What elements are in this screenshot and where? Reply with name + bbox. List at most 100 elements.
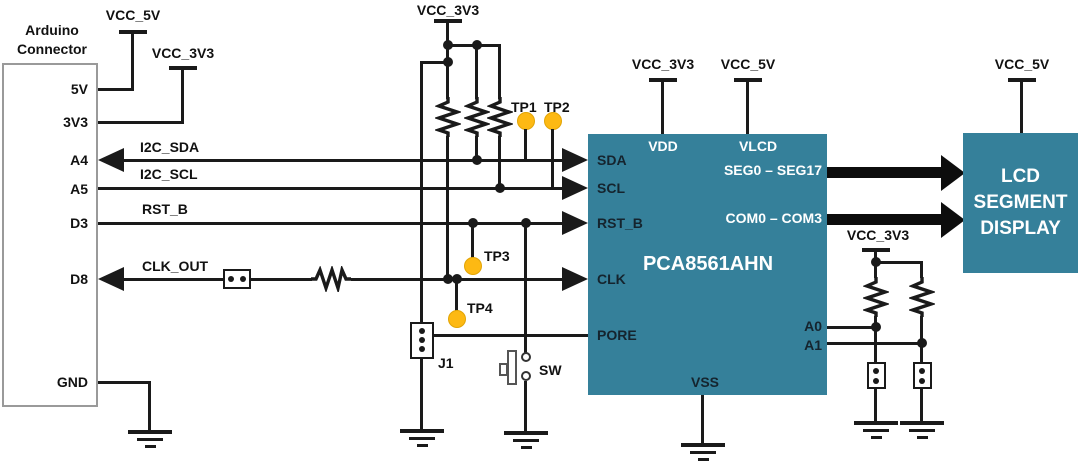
wire xyxy=(475,44,478,99)
ground-symbol xyxy=(900,421,944,443)
pore-wire xyxy=(434,334,588,337)
pullup-resistor-scl xyxy=(487,97,513,137)
chip-name: PCA8561AHN xyxy=(642,253,774,275)
jumper-pin-dot xyxy=(419,328,425,334)
wire xyxy=(920,389,923,421)
arduino-pin-a4: A4 xyxy=(70,152,88,168)
lcd-line2: SEGMENT xyxy=(973,192,1068,213)
tp2-testpoint xyxy=(544,112,562,130)
jumper-pin-dot xyxy=(228,276,234,282)
sda-wire xyxy=(120,159,566,162)
pca8561-chip xyxy=(588,134,827,395)
switch-terminal xyxy=(521,371,531,381)
lcd-display-text: LCD SEGMENT DISPLAY xyxy=(963,133,1078,273)
wire xyxy=(181,68,184,123)
arduino-pin-d8: D8 xyxy=(70,271,88,287)
wire xyxy=(524,381,527,431)
rst-signal-label: RST_B xyxy=(142,201,188,217)
wire xyxy=(98,121,184,124)
junction-dot xyxy=(495,183,505,193)
chip-pin-clk: CLK xyxy=(597,271,626,287)
vcc5v-label: VCC_5V xyxy=(105,7,161,23)
chip-pin-pore: PORE xyxy=(597,327,637,343)
jumper-pin-dot xyxy=(240,276,246,282)
chip-pin-a1: A1 xyxy=(804,337,822,353)
arrowhead-into-scl xyxy=(562,176,588,200)
arduino-pin-5v: 5V xyxy=(70,81,88,97)
wire xyxy=(498,136,501,190)
wire xyxy=(920,261,923,278)
lcd-vcc5v-label: VCC_5V xyxy=(994,56,1050,72)
wire xyxy=(471,222,474,258)
arrowhead-into-clk xyxy=(562,267,588,291)
jumper-pin-dot xyxy=(919,368,925,374)
arrowhead-into-a4 xyxy=(98,148,124,172)
wire xyxy=(524,129,527,161)
junction-dot xyxy=(472,155,482,165)
wire xyxy=(420,61,423,324)
a0-pullup-resistor xyxy=(863,277,889,317)
gnd-wire xyxy=(148,381,151,430)
tp2-label: TP2 xyxy=(544,99,570,115)
wire xyxy=(551,129,554,189)
wire xyxy=(874,261,923,264)
arrowhead-into-d8 xyxy=(98,267,124,291)
pullup-resistor-sda xyxy=(464,97,490,137)
jumper-pin-dot xyxy=(419,337,425,343)
a0-wire xyxy=(827,326,876,329)
chip-pin-rst: RST_B xyxy=(597,215,643,231)
tp3-label: TP3 xyxy=(484,248,510,264)
arduino-pin-d3: D3 xyxy=(70,215,88,231)
wire xyxy=(661,80,664,134)
wire xyxy=(455,278,458,311)
tp4-label: TP4 xyxy=(467,300,493,316)
clk-jumper xyxy=(223,269,251,289)
arduino-connector-box xyxy=(2,63,98,407)
wire xyxy=(746,80,749,134)
lcd-line1: LCD xyxy=(1000,166,1041,187)
chip-pin-vdd: VDD xyxy=(648,138,678,154)
wire xyxy=(420,359,423,429)
wire xyxy=(524,222,527,354)
arduino-pin-a5: A5 xyxy=(70,181,88,197)
jumper-pin-dot xyxy=(419,346,425,352)
arduino-title-line1: Arduino xyxy=(25,22,79,38)
junction-dot xyxy=(917,338,927,348)
clk-wire xyxy=(251,278,312,281)
pullup-resistor-clk xyxy=(435,97,461,137)
switch-actuator-tab xyxy=(499,363,508,376)
wire xyxy=(421,61,448,64)
tp1-label: TP1 xyxy=(511,99,537,115)
switch-actuator xyxy=(507,350,517,385)
clk-signal-label: CLK_OUT xyxy=(142,258,209,274)
wire xyxy=(498,44,501,99)
clk-wire xyxy=(120,278,223,281)
junction-dot xyxy=(443,40,453,50)
ground-symbol xyxy=(504,431,548,453)
wire xyxy=(874,389,877,421)
ground-symbol xyxy=(854,421,898,443)
ground-symbol xyxy=(128,430,172,452)
junction-dot xyxy=(443,274,453,284)
a1-jumper xyxy=(913,362,932,389)
sw-label: SW xyxy=(539,362,562,378)
jumper-pin-dot xyxy=(919,378,925,384)
wire xyxy=(446,136,449,280)
chip-pin-scl: SCL xyxy=(597,180,625,196)
com-bus xyxy=(827,214,943,225)
chip-pin-seg: SEG0 – SEG17 xyxy=(723,162,822,178)
vcc3v3-mid-label: VCC_3V3 xyxy=(416,2,480,18)
addr-vcc3v3-label: VCC_3V3 xyxy=(846,227,910,243)
ground-symbol xyxy=(681,443,725,461)
a0-jumper xyxy=(867,362,886,389)
chip-pin-vlcd: VLCD xyxy=(738,138,778,154)
junction-dot xyxy=(871,322,881,332)
tp1-testpoint xyxy=(517,112,535,130)
power-rail-bar xyxy=(119,30,147,34)
gnd-wire xyxy=(98,381,151,384)
junction-dot xyxy=(443,57,453,67)
ground-symbol xyxy=(400,429,444,451)
tp3-testpoint xyxy=(464,257,482,275)
power-rail-bar xyxy=(169,66,197,70)
